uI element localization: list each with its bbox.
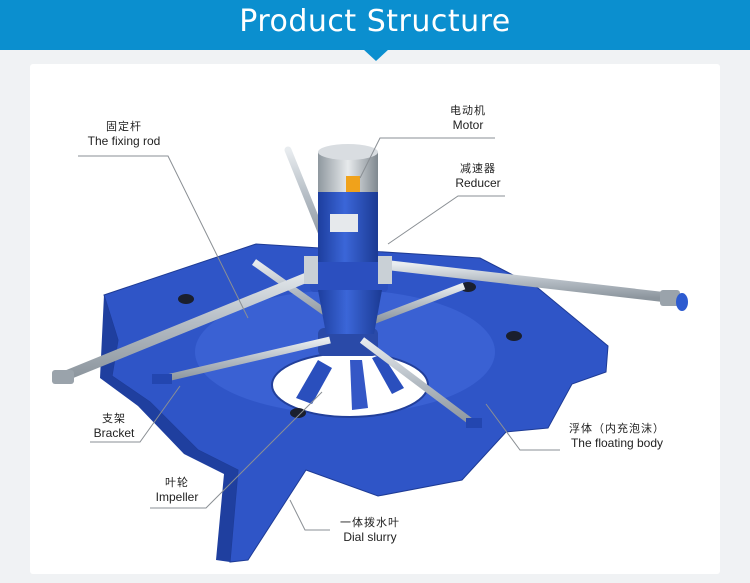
label-fixing-rod-zh: 固定杆 xyxy=(106,120,142,133)
label-impeller: 叶轮 Impeller xyxy=(146,476,208,505)
label-floating-body: 浮体（内充泡沫） The floating body xyxy=(558,422,676,451)
impeller xyxy=(296,328,404,410)
label-fixing-rod-en: The fixing rod xyxy=(87,134,161,148)
label-bracket-en: Bracket xyxy=(93,426,135,440)
leader-lines xyxy=(78,137,560,531)
label-bracket-zh: 支架 xyxy=(102,412,126,425)
label-reducer-en: Reducer xyxy=(455,176,501,190)
label-dial-slurry: 一体拨水叶 Dial slurry xyxy=(330,516,410,545)
label-bracket: 支架 Bracket xyxy=(84,412,144,441)
float-bolt-holes xyxy=(178,282,522,418)
header-banner: Product Structure xyxy=(0,0,750,50)
reducer xyxy=(304,256,392,334)
label-reducer: 减速器 Reducer xyxy=(446,162,510,191)
label-motor-zh: 电动机 xyxy=(450,104,486,117)
label-impeller-en: Impeller xyxy=(155,490,199,504)
label-dial-slurry-en: Dial slurry xyxy=(343,530,397,544)
label-motor-en: Motor xyxy=(452,118,484,132)
label-dial-slurry-zh: 一体拨水叶 xyxy=(340,516,400,529)
label-fixing-rod: 固定杆 The fixing rod xyxy=(78,120,170,149)
label-floating-body-zh: 浮体（内充泡沫） xyxy=(569,422,665,435)
label-floating-body-en: The floating body xyxy=(570,436,664,450)
label-motor: 电动机 Motor xyxy=(440,104,496,133)
label-impeller-zh: 叶轮 xyxy=(165,476,189,489)
banner-notch xyxy=(363,49,389,61)
page-title: Product Structure xyxy=(239,4,511,39)
brackets xyxy=(152,259,482,428)
motor xyxy=(318,144,378,262)
label-reducer-zh: 减速器 xyxy=(460,162,496,175)
